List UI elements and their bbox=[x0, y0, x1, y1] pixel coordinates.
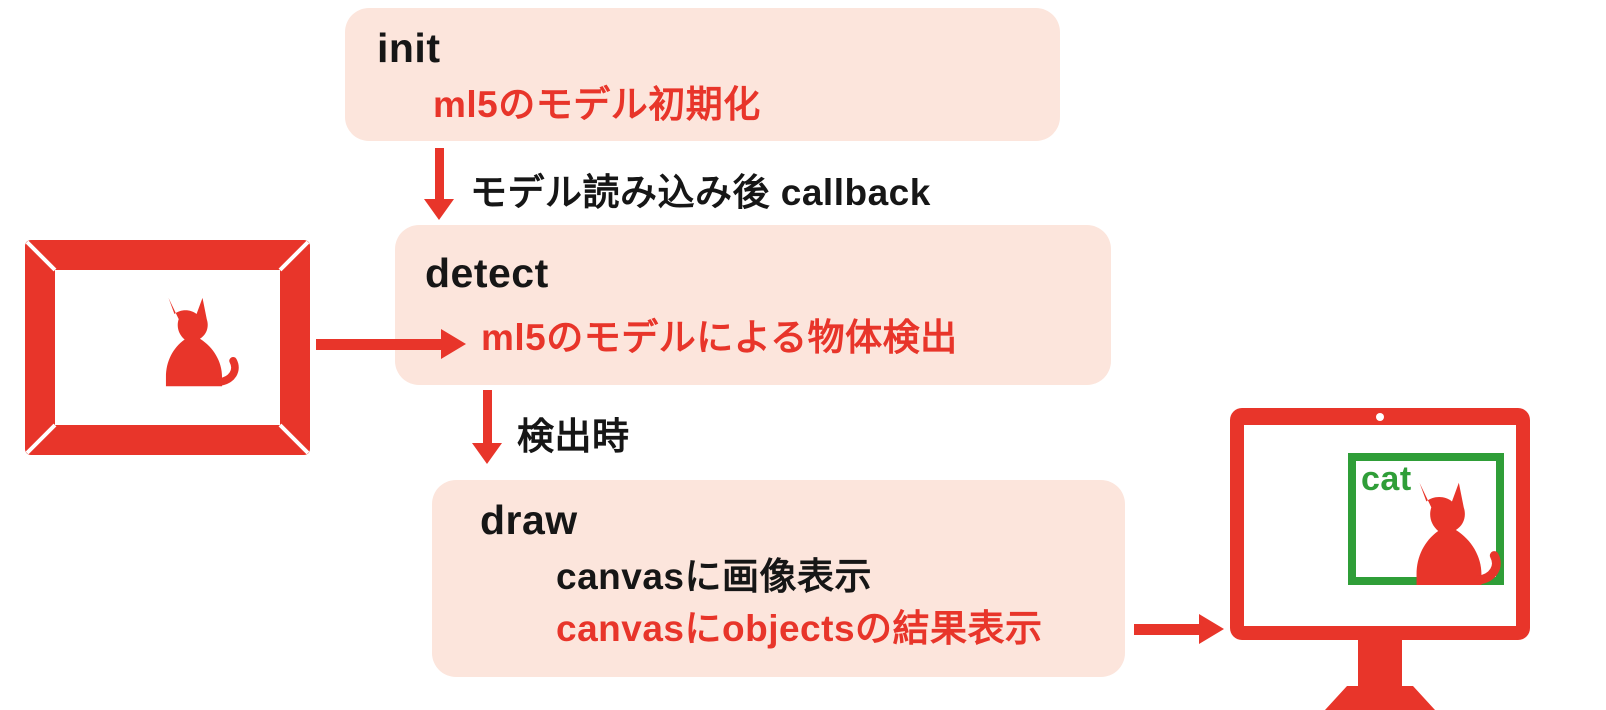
draw-step-title: draw bbox=[480, 497, 578, 543]
detected-cat-icon bbox=[1390, 467, 1508, 589]
arrow-head bbox=[441, 329, 466, 359]
arrow-head bbox=[1199, 614, 1224, 644]
monitor-stand-base bbox=[1325, 686, 1435, 710]
arrow-head bbox=[472, 443, 502, 464]
draw-canvas-image-line: canvasに画像表示 bbox=[556, 556, 872, 598]
callback-down-arrow-icon bbox=[424, 148, 454, 220]
output-monitor-icon: cat bbox=[1230, 408, 1530, 710]
arrow-shaft bbox=[316, 338, 441, 350]
arrow-shaft bbox=[434, 148, 444, 199]
init-step-title: init bbox=[377, 25, 441, 71]
arrow-shaft bbox=[1134, 623, 1199, 635]
callback-arrow-label: モデル読み込み後 callback bbox=[470, 172, 931, 213]
camera-dot-icon bbox=[1376, 413, 1384, 421]
picture-frame-with-cat-icon bbox=[25, 240, 310, 455]
monitor-screen: cat bbox=[1244, 425, 1516, 626]
detection-down-arrow-icon bbox=[472, 390, 502, 464]
monitor-bezel: cat bbox=[1230, 408, 1530, 640]
detect-step-detail: ml5のモデルによる物体検出 bbox=[481, 317, 958, 359]
input-to-detect-arrow-icon bbox=[316, 329, 466, 359]
input-image bbox=[25, 240, 310, 455]
draw-step-box: draw canvasに画像表示 canvasにobjectsの結果表示 bbox=[432, 480, 1125, 677]
detect-step-title: detect bbox=[425, 250, 549, 296]
init-step-box: init ml5のモデル初期化 bbox=[345, 8, 1060, 141]
init-step-detail: ml5のモデル初期化 bbox=[433, 84, 761, 126]
detect-step-box: detect ml5のモデルによる物体検出 bbox=[395, 225, 1111, 385]
detection-event-label: 検出時 bbox=[517, 416, 630, 457]
draw-canvas-objects-line: canvasにobjectsの結果表示 bbox=[556, 608, 1043, 650]
detection-label: cat bbox=[1361, 460, 1412, 498]
arrow-head bbox=[424, 199, 454, 220]
arrow-shaft bbox=[482, 390, 492, 443]
draw-to-output-arrow-icon bbox=[1134, 614, 1224, 644]
monitor-stand-neck bbox=[1358, 640, 1402, 686]
